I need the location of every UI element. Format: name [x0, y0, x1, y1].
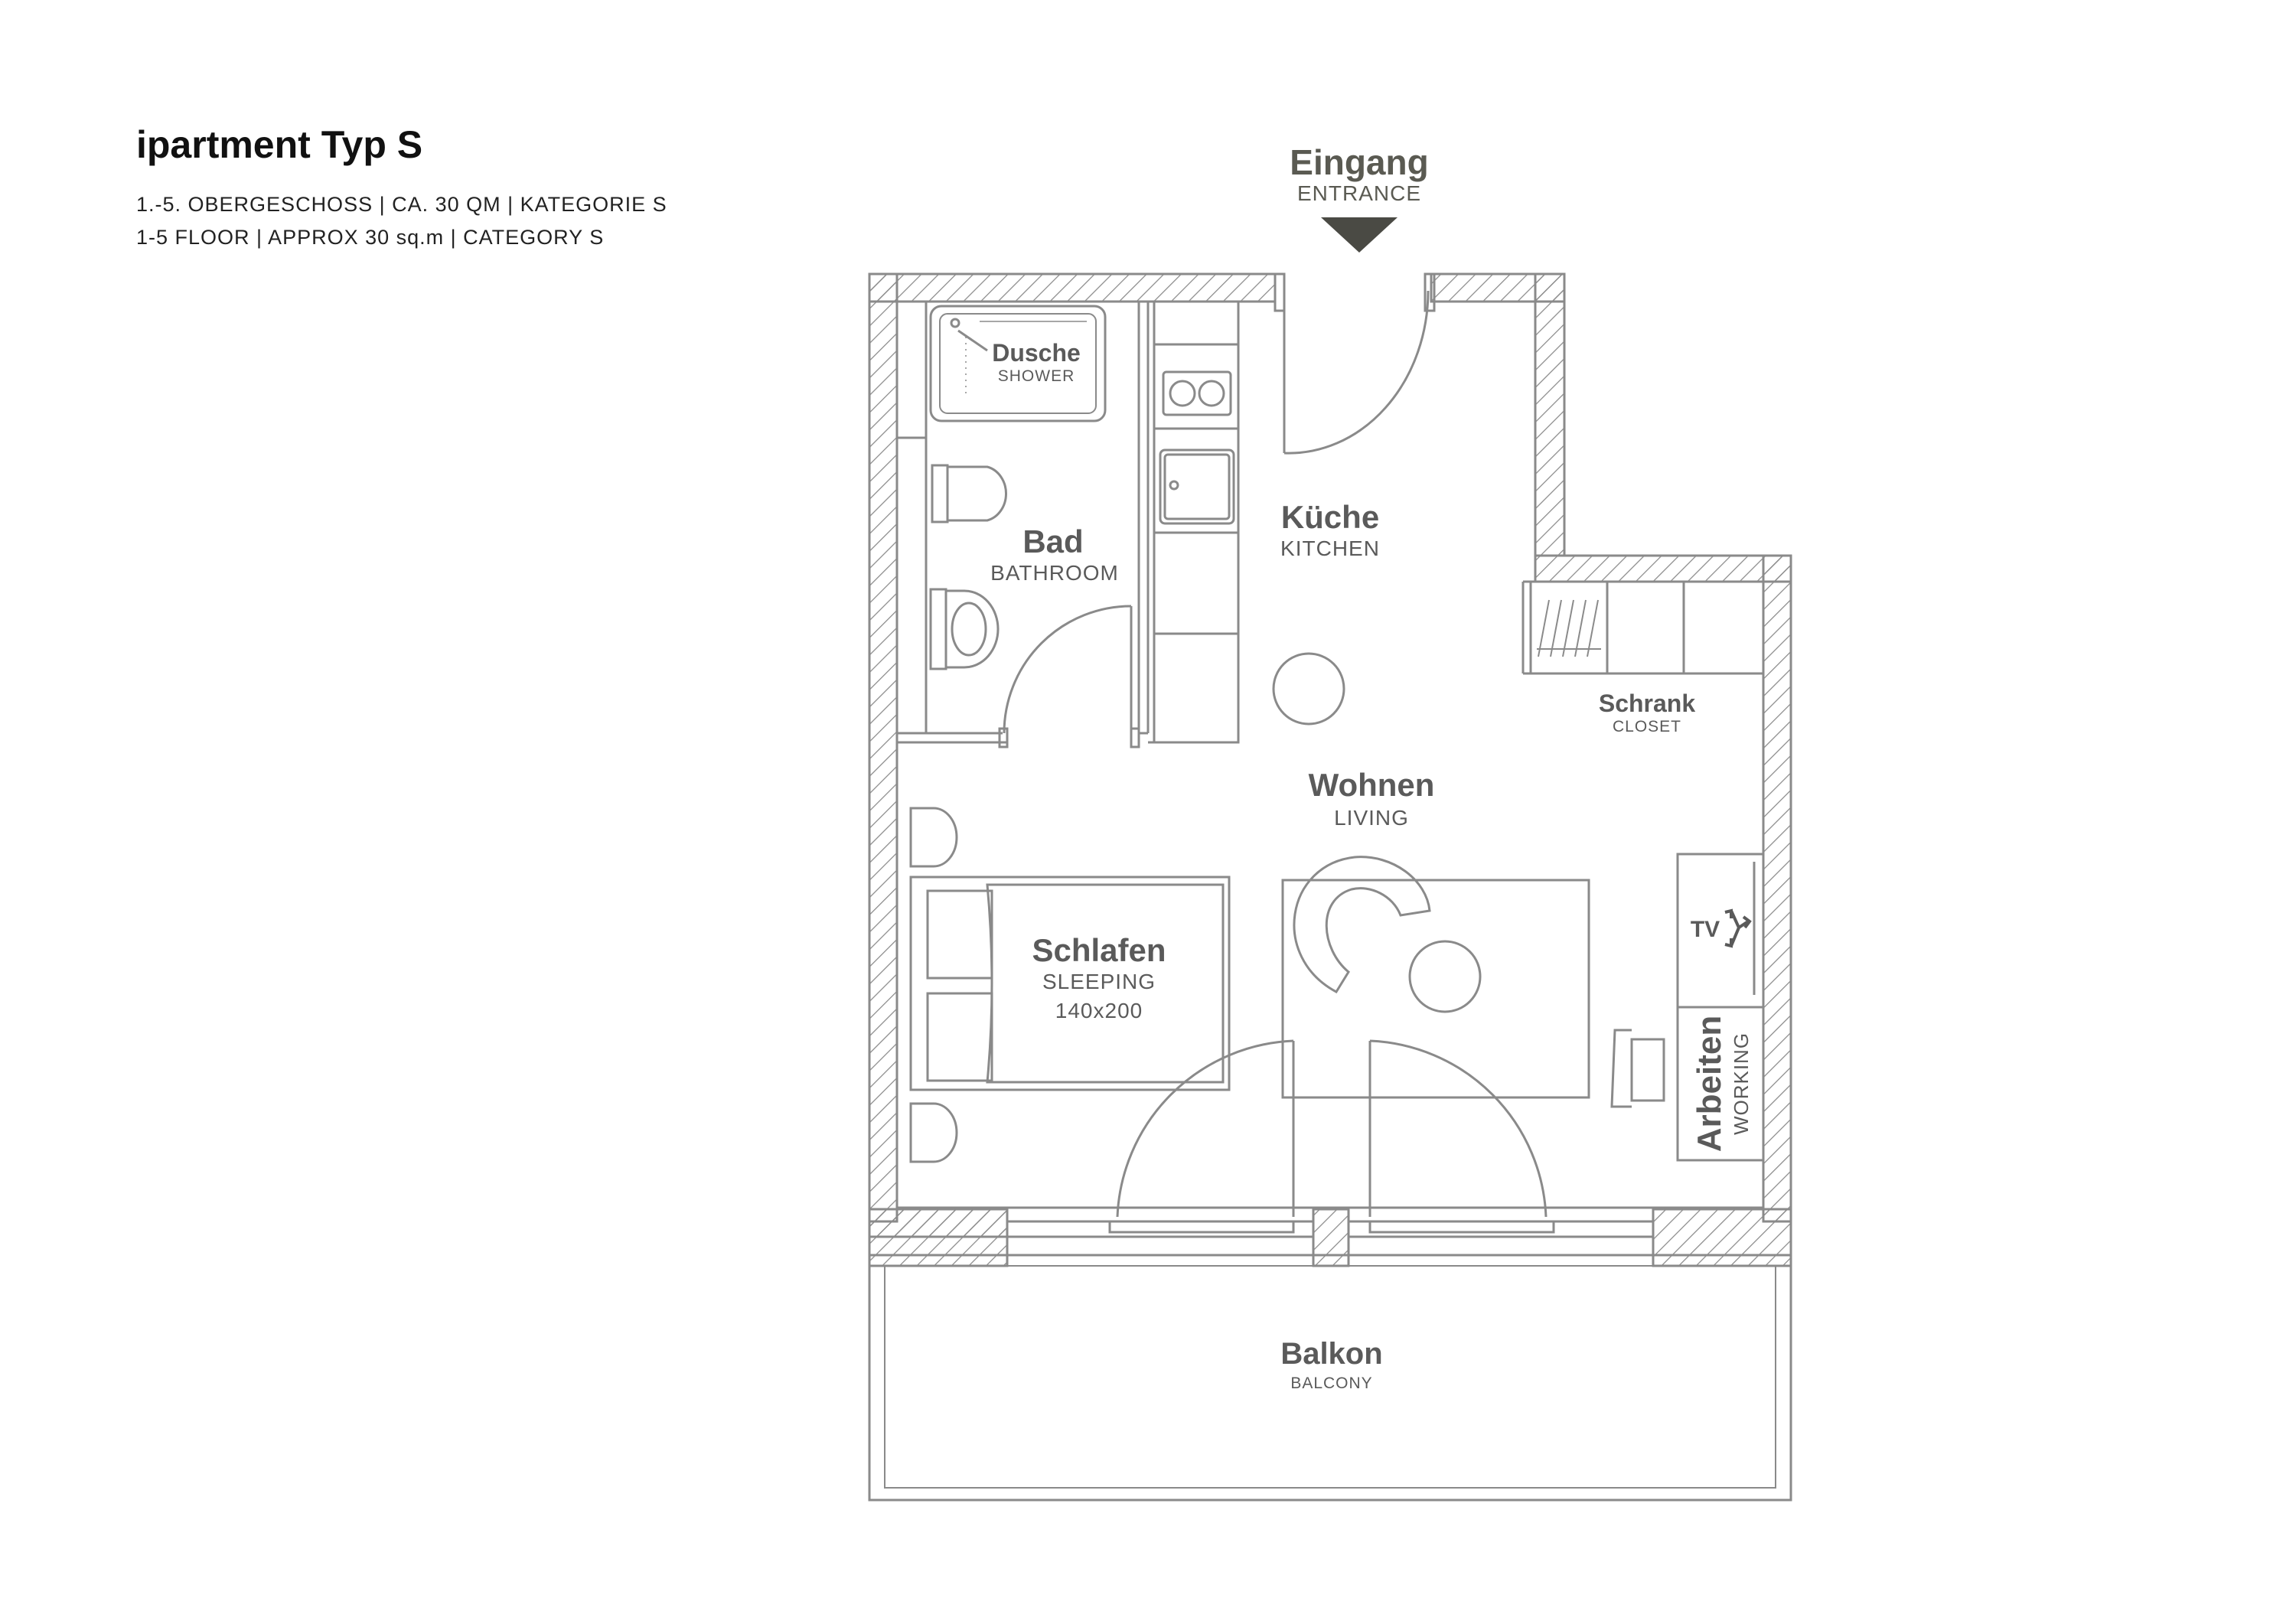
entrance-label-en: ENTRANCE — [1297, 181, 1421, 205]
bed-size: 140x200 — [1055, 999, 1143, 1022]
balcony-doors[interactable] — [1007, 1039, 1653, 1238]
working-label-en: WORKING — [1730, 1032, 1753, 1135]
closet-label-en: CLOSET — [1613, 718, 1681, 735]
sleeping-label-de: Schlafen — [1032, 932, 1166, 968]
living-label-en: LIVING — [1334, 806, 1409, 830]
subtitle-english: 1-5 FLOOR | APPROX 30 sq.m | CATEGORY S — [136, 226, 605, 249]
balcony-label-de: Balkon — [1280, 1337, 1382, 1371]
lounge-area — [1281, 856, 1590, 1099]
subtitle-german: 1.-5. OBERGESCHOSS | CA. 30 QM | KATEGOR… — [136, 193, 667, 216]
tv-unit — [1676, 853, 1765, 1162]
sink-icon — [929, 588, 1000, 670]
closet — [1521, 580, 1763, 675]
kitchen-label-de: Küche — [1281, 499, 1379, 535]
kitchen-appliances — [1159, 370, 1235, 525]
balcony-label-en: BALCONY — [1290, 1375, 1372, 1392]
entrance-arrow-icon — [1321, 217, 1397, 253]
partitions — [868, 300, 1792, 1502]
kitchen-label-en: KITCHEN — [1280, 536, 1380, 560]
entrance-marker: Eingang ENTRANCE — [1290, 142, 1429, 253]
tv-label: TV — [1691, 917, 1720, 942]
shower-label-de: Dusche — [992, 339, 1081, 367]
tv-swivel-icon — [1724, 908, 1752, 948]
bathroom-label-de: Bad — [1022, 523, 1083, 559]
working-label-de: Arbeiten — [1691, 1016, 1728, 1152]
bathroom-label-en: BATHROOM — [990, 561, 1119, 585]
shower-label-en: SHOWER — [998, 367, 1075, 385]
shower: Dusche SHOWER — [929, 305, 1107, 422]
nightstands — [909, 807, 958, 1163]
living-label-de: Wohnen — [1309, 767, 1435, 803]
sleeping-label-en: SLEEPING — [1042, 970, 1156, 993]
bed — [909, 876, 1231, 1091]
bathroom-door[interactable] — [998, 605, 1140, 748]
round-table — [1272, 652, 1345, 726]
entrance-door[interactable] — [1274, 272, 1436, 455]
page-title: ipartment Typ S — [136, 123, 423, 166]
toilet-icon — [931, 464, 1008, 523]
closet-label-de: Schrank — [1599, 690, 1695, 717]
entrance-label-de: Eingang — [1290, 142, 1428, 182]
desk-chair — [1610, 1029, 1665, 1108]
